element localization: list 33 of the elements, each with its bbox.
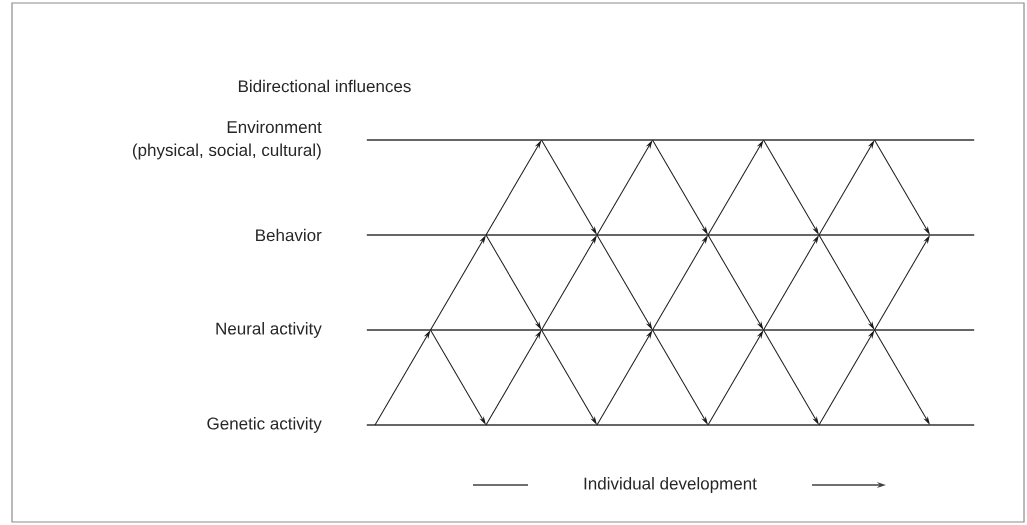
arrow xyxy=(763,236,819,331)
level-label: Genetic activity xyxy=(207,417,322,433)
axis-label: Individual development xyxy=(584,477,757,493)
arrow xyxy=(763,139,819,234)
arrow xyxy=(707,234,764,329)
level-label: Behavior xyxy=(256,228,322,242)
arrow xyxy=(707,141,764,236)
arrow xyxy=(485,141,542,236)
arrow xyxy=(874,139,930,234)
arrow xyxy=(485,234,542,329)
arrow xyxy=(818,331,875,426)
arrow xyxy=(707,331,764,426)
arrow xyxy=(652,329,708,424)
arrow xyxy=(596,141,653,236)
arrow xyxy=(818,141,875,236)
arrow xyxy=(596,331,653,426)
arrow xyxy=(652,236,708,331)
arrow xyxy=(763,329,819,424)
title: Bidirectional influences xyxy=(238,79,411,93)
arrow xyxy=(430,236,486,331)
arrow xyxy=(485,331,542,426)
arrow xyxy=(541,329,597,424)
arrow xyxy=(541,236,597,331)
arrow xyxy=(874,236,930,331)
level-label: Environment (physical, social, cultural) xyxy=(132,120,322,160)
arrow xyxy=(596,234,653,329)
arrow xyxy=(652,139,708,234)
arrow xyxy=(818,234,875,329)
level-label: Neural activity xyxy=(216,322,322,338)
arrow xyxy=(541,139,597,234)
arrow xyxy=(430,329,486,424)
arrow xyxy=(374,331,431,426)
arrow xyxy=(874,329,930,424)
